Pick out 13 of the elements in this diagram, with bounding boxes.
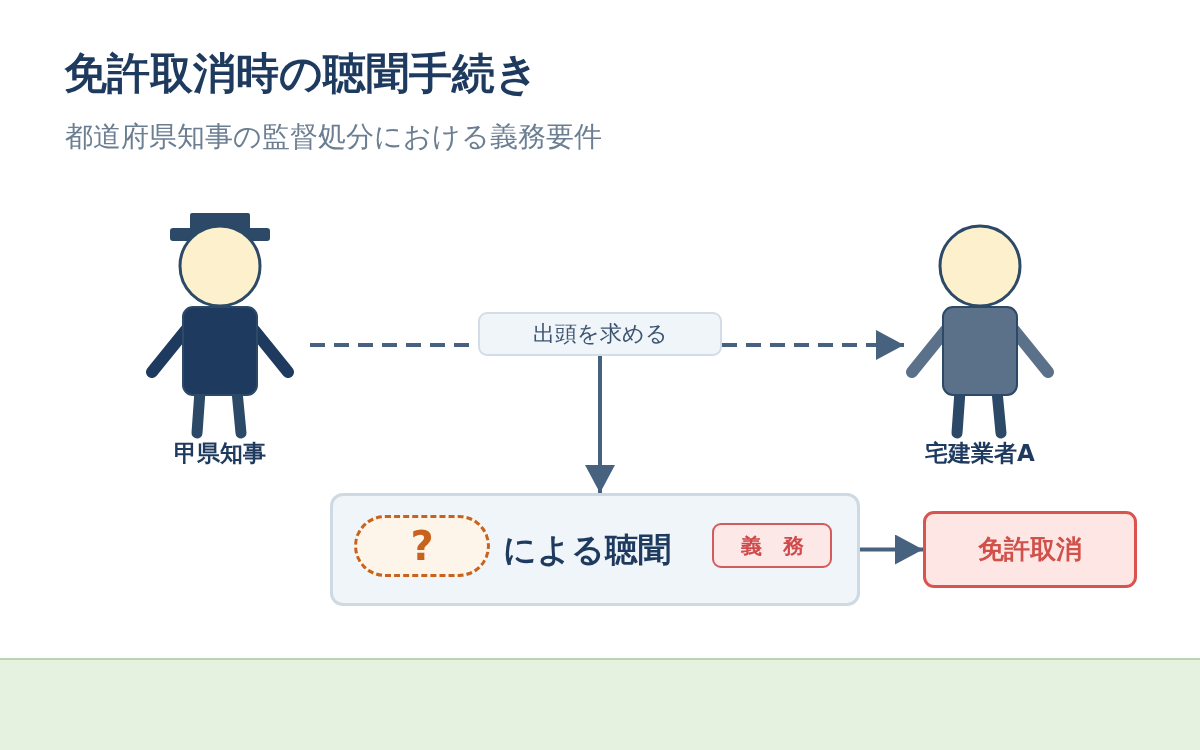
person-label: 宅建業者A [925,439,1035,467]
action-label-box: 出頭を求める [478,312,722,356]
answer-box: ? [354,515,490,577]
obligation-badge: 義 務 [712,523,832,568]
person-label: 甲県知事 [174,439,266,467]
arrow [585,356,615,493]
panel-heading: による聴聞 [503,529,671,570]
dashed-arrow [722,330,904,360]
arrow [860,534,923,565]
result-box: 免許取消 [923,511,1137,588]
subtitle: 都道府県知事の監督処分における義務要件 [65,119,602,155]
diagram-title: 免許取消時の聴聞手続き [64,47,539,100]
hearing-panel [330,493,860,606]
